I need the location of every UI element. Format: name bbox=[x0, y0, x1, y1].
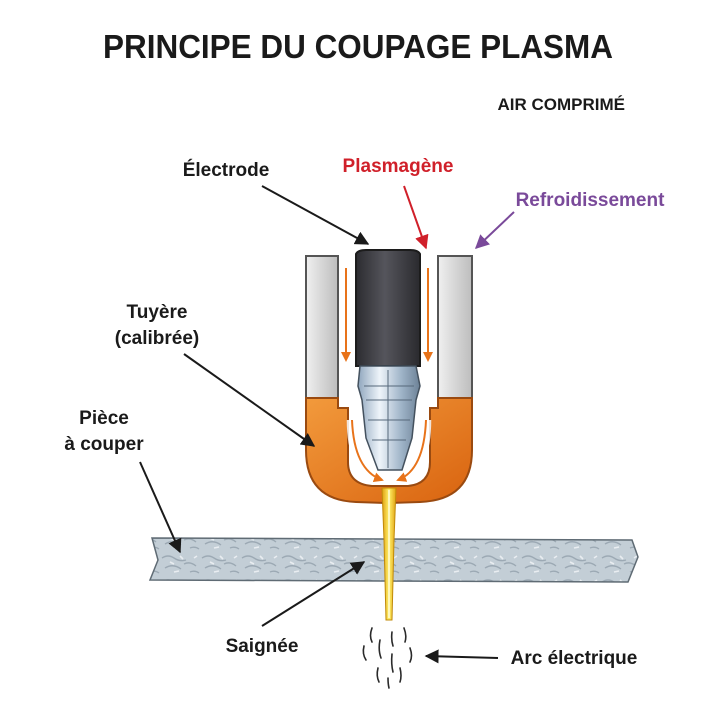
label-pointers bbox=[139, 185, 515, 664]
cooling-shield bbox=[305, 255, 473, 406]
label-electrode: Électrode bbox=[183, 159, 270, 181]
label-tuyere-line1: Tuyère bbox=[127, 302, 188, 323]
label-saignee: Saignée bbox=[226, 636, 299, 657]
label-piece-line2: à couper bbox=[64, 434, 144, 455]
page-title: PRINCIPE DU COUPAGE PLASMA bbox=[103, 28, 613, 65]
nozzle bbox=[305, 397, 473, 505]
label-tuyere-line2: (calibrée) bbox=[115, 328, 199, 349]
subtitle: AIR COMPRIMÉ bbox=[498, 95, 626, 114]
label-plasmagene: Plasmagène bbox=[343, 156, 454, 177]
gas-flow-arrows bbox=[341, 268, 433, 483]
electrode bbox=[355, 249, 421, 471]
plasma-arc bbox=[381, 487, 397, 621]
label-arc: Arc électrique bbox=[511, 648, 638, 669]
label-piece-line1: Pièce bbox=[79, 408, 129, 429]
sparks bbox=[362, 627, 413, 689]
label-refroidissement: Refroidissement bbox=[516, 190, 666, 211]
